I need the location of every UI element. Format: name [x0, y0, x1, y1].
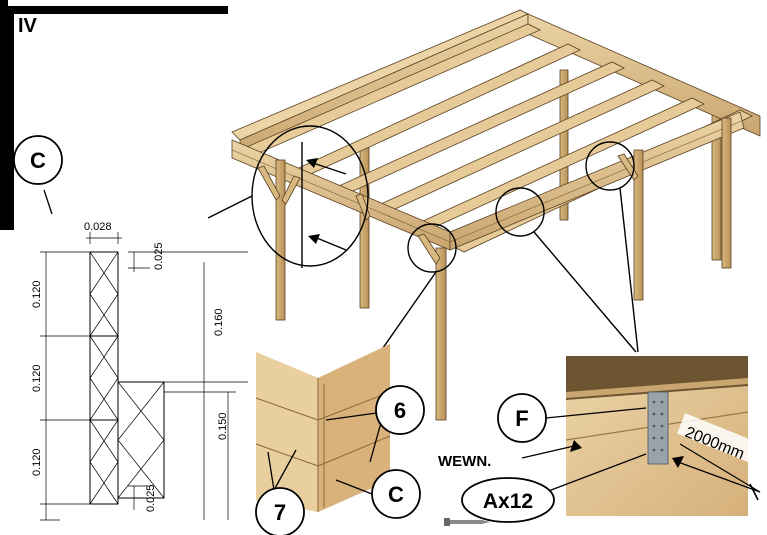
- dimension-gap-bottom: 0.025: [145, 484, 157, 512]
- screw-icon: [444, 518, 490, 526]
- step-header: IV: [0, 0, 228, 230]
- dimension-right-upper: 0.160: [213, 308, 225, 336]
- dimension-width-top: 0.028: [84, 221, 112, 233]
- inside-label: WEWN.: [438, 453, 491, 470]
- callout-c-bottom: C: [371, 469, 421, 519]
- length-annotation: 2000mm: [672, 413, 764, 501]
- callout-ax12: Ax12: [461, 477, 555, 523]
- dimension-gap-top: 0.025: [153, 242, 165, 270]
- callout-f: F: [497, 393, 547, 443]
- svg-text:C: C: [388, 482, 404, 507]
- nail-plate-photo: [565, 356, 749, 516]
- corner-joint-photo: [255, 344, 391, 512]
- dimension-left-3: 0.120: [31, 448, 43, 476]
- step-number: IV: [18, 15, 38, 37]
- callout-7: 7: [255, 487, 305, 535]
- svg-text:F: F: [515, 406, 528, 431]
- dimension-right-lower: 0.150: [217, 412, 229, 440]
- dimension-left-2: 0.120: [31, 364, 43, 392]
- carport-drawing: [231, 9, 761, 421]
- detail-markers: [207, 125, 639, 379]
- svg-text:6: 6: [394, 398, 406, 423]
- dimension-left-1: 0.120: [31, 280, 43, 308]
- cross-section-drawing: 0.028 0.025 0.120 0.120 0.120 0.160 0.15…: [31, 221, 248, 521]
- svg-text:7: 7: [274, 500, 286, 525]
- callout-6: 6: [375, 385, 425, 435]
- svg-text:C: C: [30, 148, 46, 173]
- callout-c-top: C: [13, 135, 63, 185]
- svg-text:Ax12: Ax12: [483, 490, 533, 513]
